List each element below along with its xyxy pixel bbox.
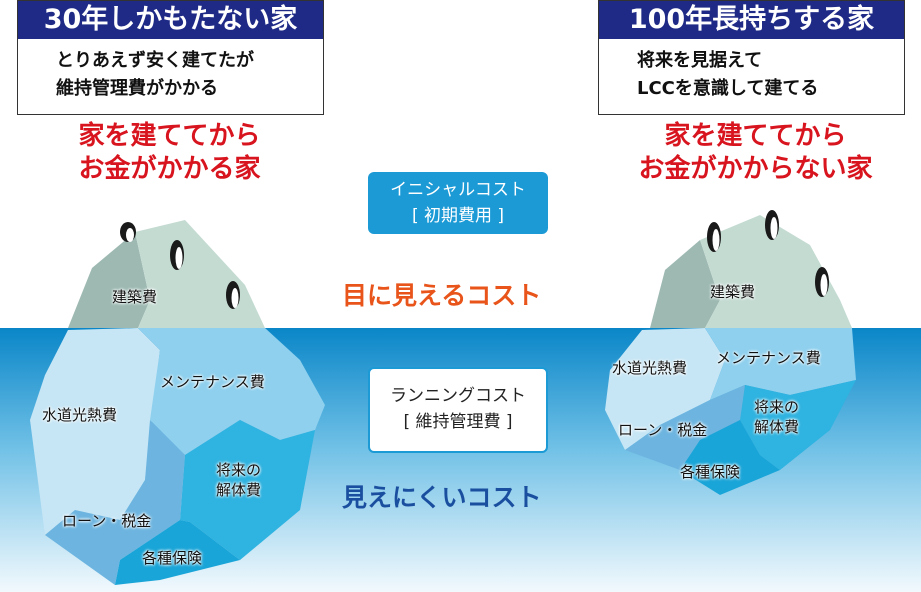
initial-cost-label: イニシャルコスト — [390, 180, 526, 200]
left-red-line1: 家を建ててから — [78, 121, 261, 151]
right-red-line1: 家を建ててから — [664, 121, 847, 151]
right-iceberg — [605, 215, 856, 495]
right-label-insurance: 各種保険 — [680, 463, 741, 481]
initial-cost-box: イニシャルコスト [ 初期費用 ] — [368, 172, 548, 234]
left-desc-line2: 維持管理費がかかる — [56, 78, 218, 99]
penguin-icon — [120, 210, 829, 309]
hidden-cost-text: 見えにくいコスト — [342, 483, 542, 512]
running-cost-box: ランニングコスト [ 維持管理費 ] — [368, 367, 548, 453]
left-label-demolition-2: 解体費 — [216, 481, 262, 499]
left-header-box: 30年しかもたない家 とりあえず安く建てたが 維持管理費がかかる — [17, 0, 324, 115]
right-label-construction: 建築費 — [710, 283, 756, 301]
right-label-utilities: 水道光熱費 — [612, 359, 688, 377]
left-label-demolition-1: 将来の — [216, 461, 262, 479]
left-label-construction: 建築費 — [112, 288, 158, 306]
left-label-utilities: 水道光熱費 — [42, 406, 118, 424]
initial-cost-sub: [ 初期費用 ] — [411, 206, 505, 226]
left-label-insurance: 各種保険 — [142, 549, 203, 567]
right-label-demolition-2: 解体費 — [754, 418, 800, 436]
running-cost-label: ランニングコスト — [390, 386, 526, 406]
right-header-box: 100年長持ちする家 将来を見据えて LCCを意識して建てる — [598, 0, 905, 115]
left-title: 30年しかもたない家 — [18, 1, 323, 39]
right-desc-line2: LCCを意識して建てる — [637, 78, 819, 99]
right-label-loan-tax: ローン・税金 — [618, 421, 708, 439]
left-red-line2: お金がかかる家 — [78, 154, 261, 184]
left-label-loan-tax: ローン・税金 — [62, 512, 152, 530]
right-label-demolition-1: 将来の — [754, 398, 800, 416]
left-desc-line1: とりあえず安く建てたが — [56, 50, 254, 71]
left-label-maintenance: メンテナンス費 — [160, 373, 265, 391]
right-title: 100年長持ちする家 — [599, 1, 904, 39]
visible-cost-text: 目に見えるコスト — [342, 281, 542, 310]
right-label-maintenance: メンテナンス費 — [716, 349, 821, 367]
right-desc-line1: 将来を見据えて — [637, 50, 763, 71]
running-cost-sub: [ 維持管理費 ] — [403, 412, 513, 432]
right-red-line2: お金がかからない家 — [638, 154, 873, 184]
